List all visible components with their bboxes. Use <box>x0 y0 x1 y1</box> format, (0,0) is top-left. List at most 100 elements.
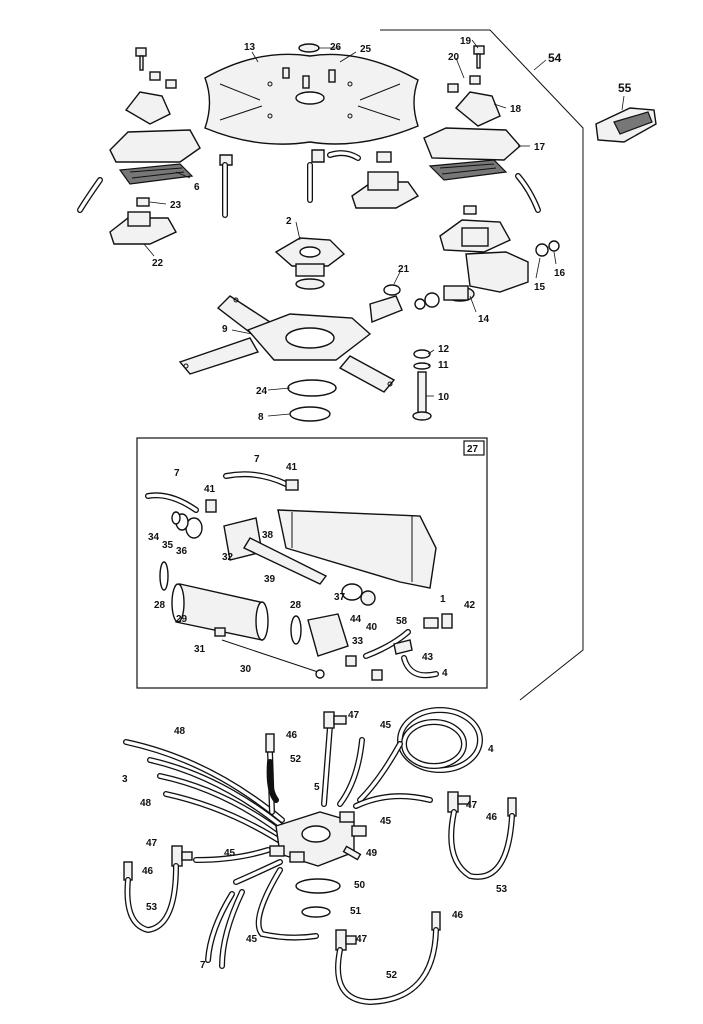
lift-cylinder <box>159 509 453 679</box>
callout-label: 7 <box>200 960 206 971</box>
callout-label: 46 <box>286 730 298 741</box>
tee-fitting <box>123 711 517 951</box>
right-clamp <box>423 45 521 181</box>
callout-label: 26 <box>330 42 342 53</box>
callout-label: 24 <box>256 386 268 397</box>
callout-label: 3 <box>122 774 128 785</box>
callout-label: 45 <box>380 720 392 731</box>
callout-label: 32 <box>222 552 234 563</box>
callout-label: 4 <box>442 668 448 679</box>
callout-label: 7 <box>254 454 260 465</box>
retaining-ring <box>287 379 337 397</box>
callout-label: 29 <box>176 614 188 625</box>
left-clamp <box>109 47 201 245</box>
bolt-stack <box>412 349 432 421</box>
center-hub <box>274 237 346 290</box>
callout-label: 46 <box>452 910 464 921</box>
callout-label: 10 <box>438 392 450 403</box>
callout-label: 23 <box>170 200 182 211</box>
callout-label: 46 <box>486 812 498 823</box>
inset-27-frame <box>136 437 488 689</box>
callout-label: 50 <box>354 880 366 891</box>
callout-label: 18 <box>510 104 522 115</box>
cross-frame <box>178 295 403 393</box>
top-plate <box>204 53 419 145</box>
hose-loop <box>266 759 279 803</box>
hose-coil <box>397 707 483 773</box>
callout-label: 14 <box>478 314 490 325</box>
callout-label: 40 <box>366 622 378 633</box>
callout-label: 2 <box>286 216 292 227</box>
callout-label: 46 <box>142 866 154 877</box>
callout-label: 53 <box>496 884 508 895</box>
callout-label: 6 <box>194 182 200 193</box>
callout-label: 48 <box>140 798 152 809</box>
callout-label: 9 <box>222 324 228 335</box>
callout-label: 52 <box>290 754 302 765</box>
callout-label: 13 <box>244 42 256 53</box>
callout-label: 42 <box>464 600 476 611</box>
distributor-block <box>269 811 367 867</box>
callout-label: 16 <box>554 268 566 279</box>
callout-label: 17 <box>534 142 546 153</box>
callout-label: 19 <box>460 36 472 47</box>
callout-labels: 13 26 25 19 20 54 55 18 17 6 23 22 2 21 … <box>122 36 632 981</box>
callout-label: 58 <box>396 616 408 627</box>
o-ring <box>295 878 341 894</box>
assembly-54-outline <box>380 29 584 701</box>
callout-label: 52 <box>386 970 398 981</box>
callout-label: 48 <box>174 726 186 737</box>
callout-label-assembly: 54 <box>548 51 562 65</box>
callout-label: 11 <box>438 360 449 371</box>
callout-label: 33 <box>352 636 364 647</box>
callout-label: 5 <box>314 782 320 793</box>
callout-label: 47 <box>466 800 478 811</box>
tilt-motor <box>414 205 560 310</box>
elbow-fitting <box>219 149 325 166</box>
callout-label: 47 <box>146 838 158 849</box>
callout-label: 36 <box>176 546 188 557</box>
callout-label: 51 <box>350 906 362 917</box>
handle <box>595 107 657 143</box>
callout-label: 47 <box>356 934 368 945</box>
callout-label: 1 <box>440 594 446 605</box>
callout-label: 47 <box>348 710 360 721</box>
callout-label: 49 <box>366 848 378 859</box>
callout-label: 25 <box>360 44 372 55</box>
callout-label: 21 <box>398 264 410 275</box>
mount-block <box>351 151 420 209</box>
callout-label: 38 <box>262 530 274 541</box>
callout-label: 34 <box>148 532 160 543</box>
leader-lines <box>143 39 625 417</box>
callout-label: 41 <box>286 462 298 473</box>
callout-label: 44 <box>350 614 362 625</box>
retaining-ring <box>301 906 331 918</box>
callout-label: 35 <box>162 540 174 551</box>
callout-label: 41 <box>204 484 216 495</box>
washer <box>383 284 401 296</box>
callout-label-assembly: 55 <box>618 81 632 95</box>
hose-segment <box>337 737 365 807</box>
callout-label: 8 <box>258 412 264 423</box>
callout-label: 7 <box>174 468 180 479</box>
callout-label: 39 <box>264 574 276 585</box>
callout-label: 43 <box>422 652 434 663</box>
callout-label: 31 <box>194 644 206 655</box>
callout-label: 45 <box>380 816 392 827</box>
callout-label: 28 <box>290 600 302 611</box>
callout-label: 12 <box>438 344 450 355</box>
callout-label: 22 <box>152 258 164 269</box>
inset-number: 27 <box>467 444 479 455</box>
callout-label: 4 <box>488 744 494 755</box>
callout-label: 37 <box>334 592 346 603</box>
callout-label: 15 <box>534 282 546 293</box>
callout-label: 20 <box>448 52 460 63</box>
callout-label: 45 <box>246 934 258 945</box>
callout-label: 28 <box>154 600 166 611</box>
callout-label: 53 <box>146 902 158 913</box>
fitting <box>205 479 439 681</box>
circlip <box>289 406 331 422</box>
pin <box>342 845 362 861</box>
callout-label: 30 <box>240 664 252 675</box>
